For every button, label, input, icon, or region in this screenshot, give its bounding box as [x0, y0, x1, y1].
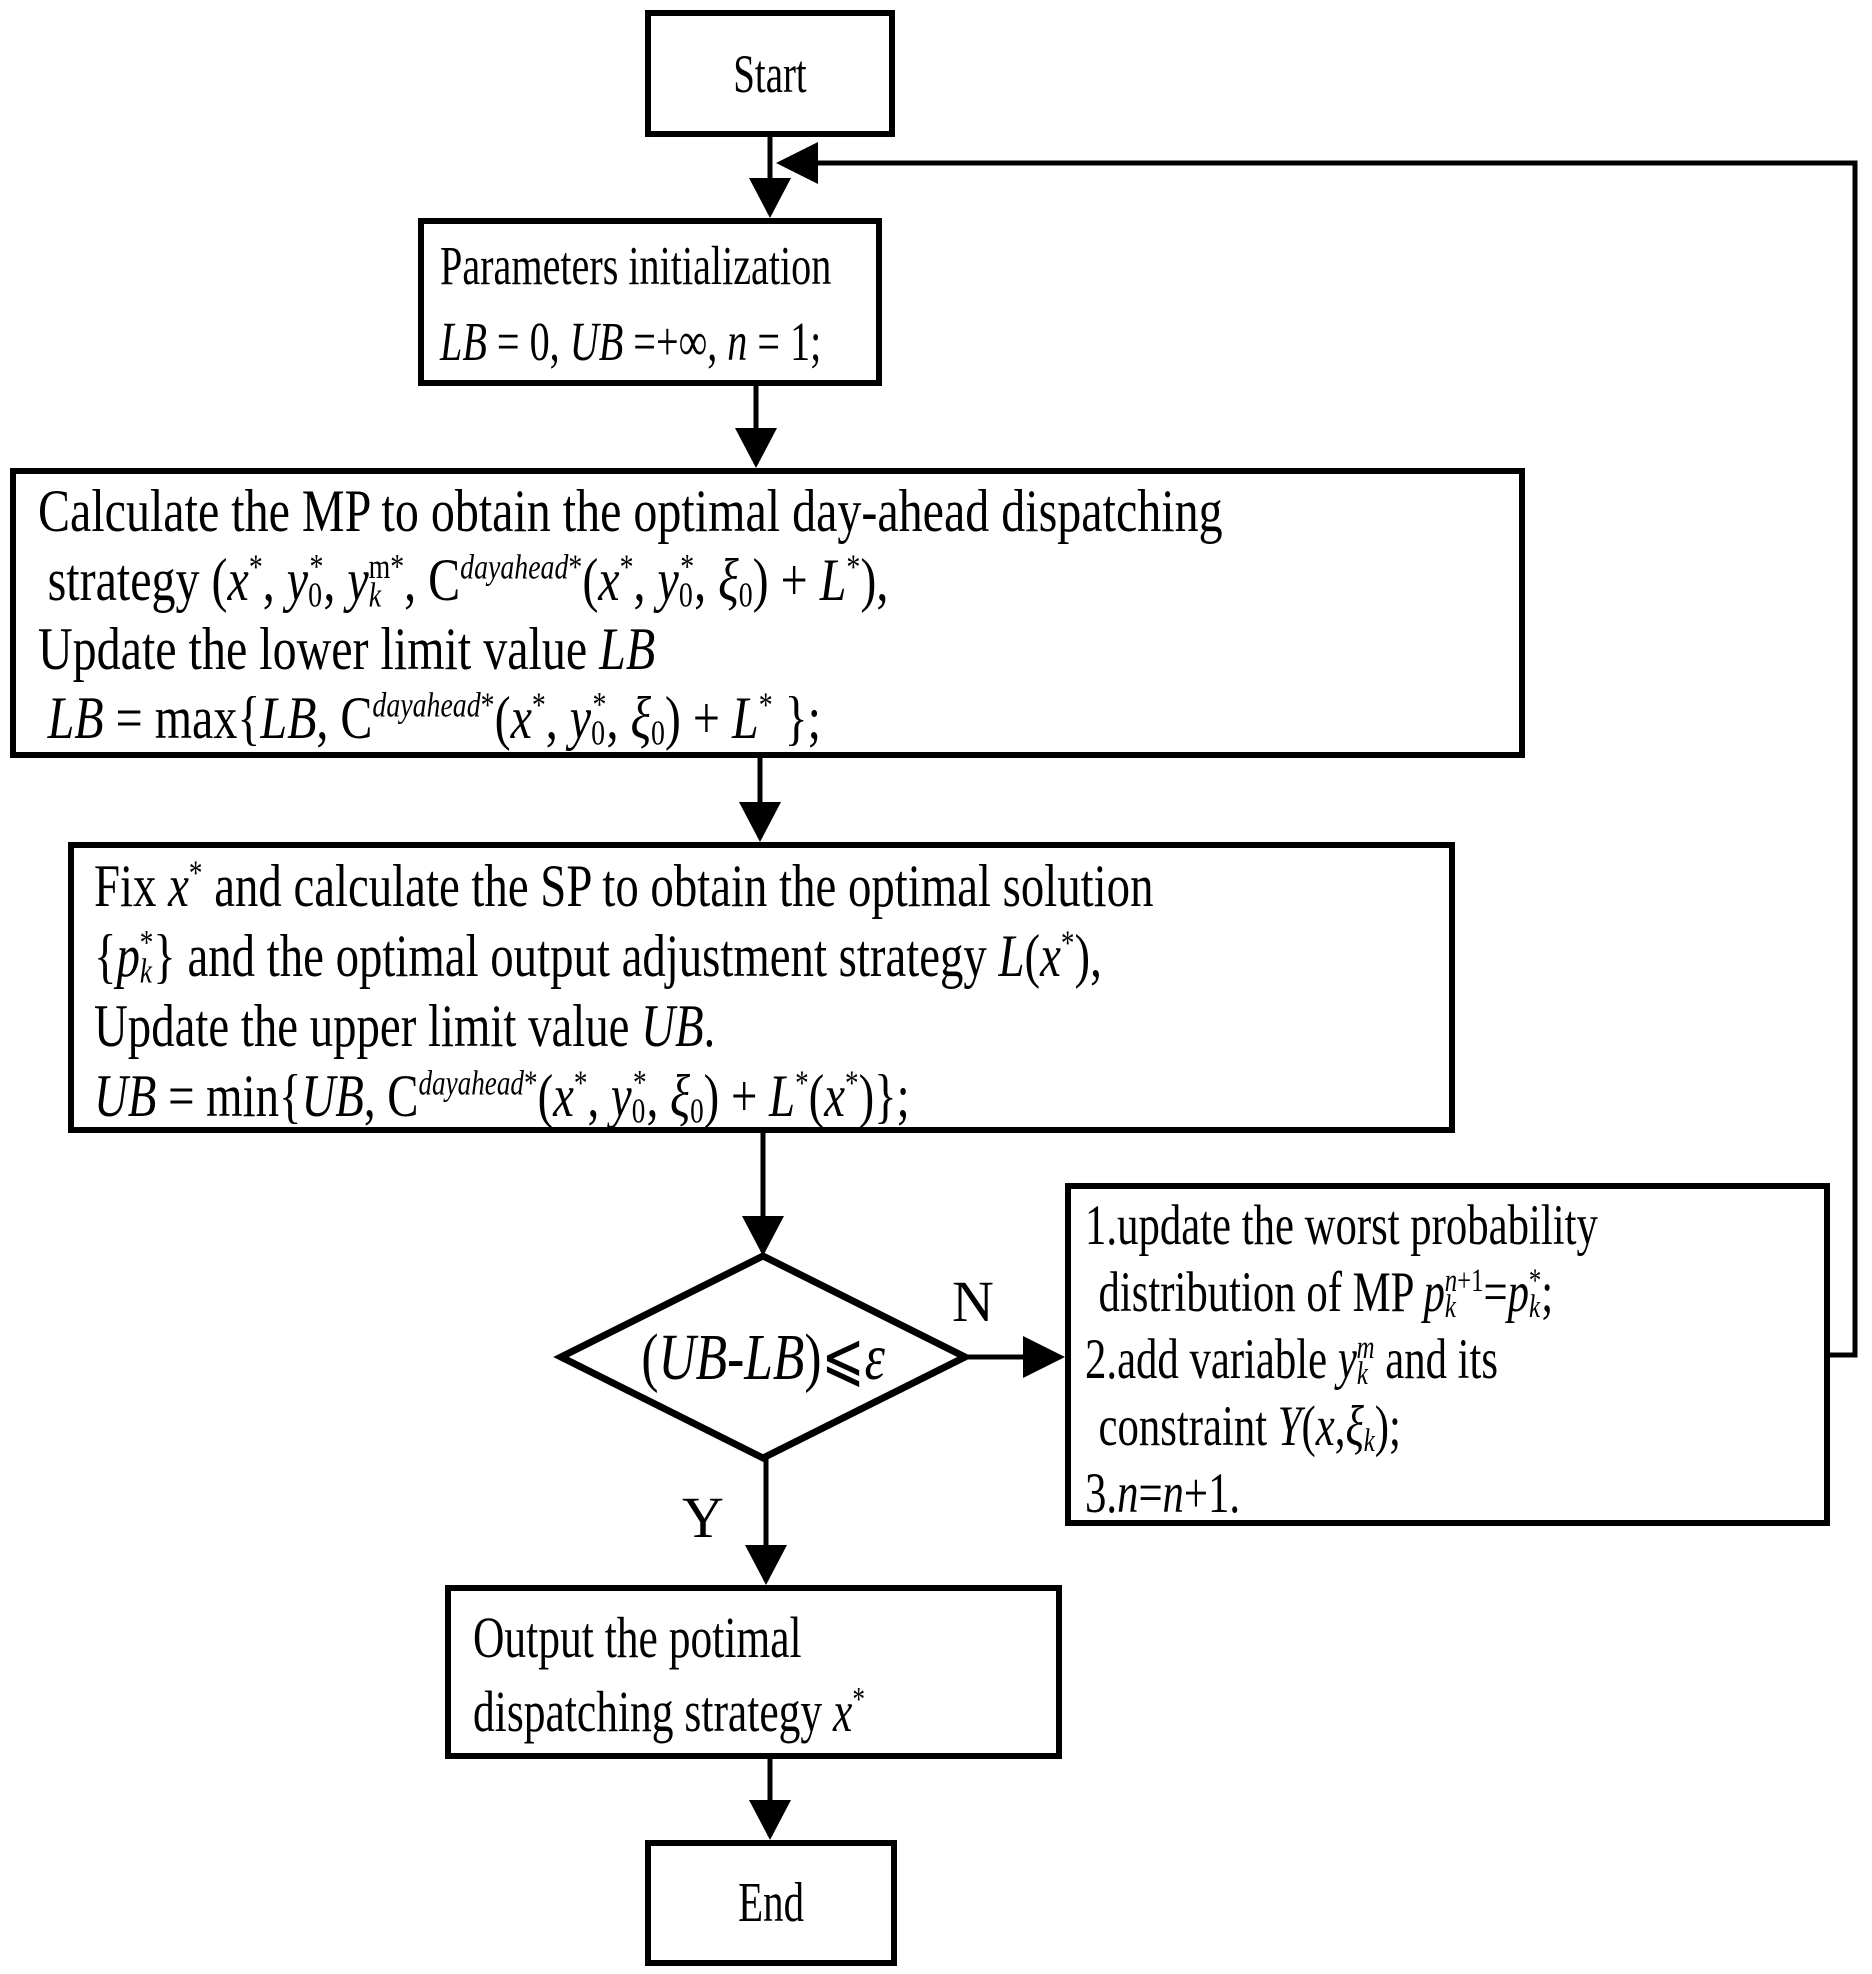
arrowhead-into-end [749, 1800, 791, 1840]
cc-step-line: 1.update the worst probability [1085, 1194, 1598, 1257]
init-line: Parameters initialization [440, 235, 832, 296]
subproblem-node: Fix x* and calculate the SP to obtain th… [68, 842, 1455, 1133]
edge-feedback-loop [812, 160, 1858, 1358]
arrowhead-into-mp [735, 428, 777, 468]
mp-step-line: LB = max{LB, Cdayahead*(x*, y0*, ξ0) + L… [47, 685, 821, 753]
arrowhead-into-decision [742, 1216, 784, 1256]
decision-diamond-shape [553, 1252, 973, 1462]
decision-condition: (UB-LB)⩽ε [641, 1318, 885, 1395]
master-problem-node: Calculate the MP to obtain the optimal d… [10, 468, 1525, 758]
start-node: Start [645, 10, 895, 137]
end-node: End [645, 1840, 897, 1966]
arrowhead-into-init-junction [776, 142, 818, 184]
mp-step-line: Calculate the MP to obtain the optimal d… [38, 478, 1223, 544]
end-label: End [738, 1872, 804, 1934]
arrowhead-into-cc [1023, 1336, 1065, 1378]
sp-step-line: Update the upper limit value UB. [94, 993, 716, 1059]
sp-step-line: Fix x* and calculate the SP to obtain th… [94, 853, 1154, 919]
output-line: Output the potimal [473, 1605, 802, 1670]
branch-label-yes: Y [682, 1485, 724, 1550]
init-formula: LB = 0, UB =+∞, n = 1; [440, 311, 822, 372]
cc-step-line: distribution of MP pkn+1=pk*; [1098, 1261, 1554, 1325]
cc-step-line: 2.add variable ykm and its [1085, 1328, 1499, 1392]
sp-step-line: UB = min{UB, Cdayahead*(x*, y0*, ξ0) + L… [94, 1063, 910, 1131]
start-label: Start [733, 43, 807, 104]
arrowhead-into-init [749, 178, 791, 218]
branch-label-no: N [952, 1269, 994, 1334]
arrowhead-into-output [745, 1545, 787, 1585]
cc-step-line: constraint Y(x,ξk); [1098, 1395, 1401, 1459]
arrowhead-into-sp [739, 802, 781, 842]
mp-step-line: strategy (x*, y0*, ykm*, Cdayahead*(x*, … [47, 547, 889, 615]
parameters-initialization-node: Parameters initialization LB = 0, UB =+∞… [418, 218, 882, 386]
cc-step-line: 3.n=n+1. [1085, 1462, 1241, 1525]
update-steps-node: 1.update the worst probability distribut… [1065, 1183, 1830, 1526]
output-line: dispatching strategy x* [473, 1679, 865, 1744]
convergence-decision-node: (UB-LB)⩽ε [561, 1256, 965, 1458]
output-node: Output the potimal dispatching strategy … [445, 1585, 1062, 1759]
mp-step-line: Update the lower limit value LB [38, 616, 656, 682]
sp-step-line: {pk*} and the optimal output adjustment … [94, 923, 1102, 991]
